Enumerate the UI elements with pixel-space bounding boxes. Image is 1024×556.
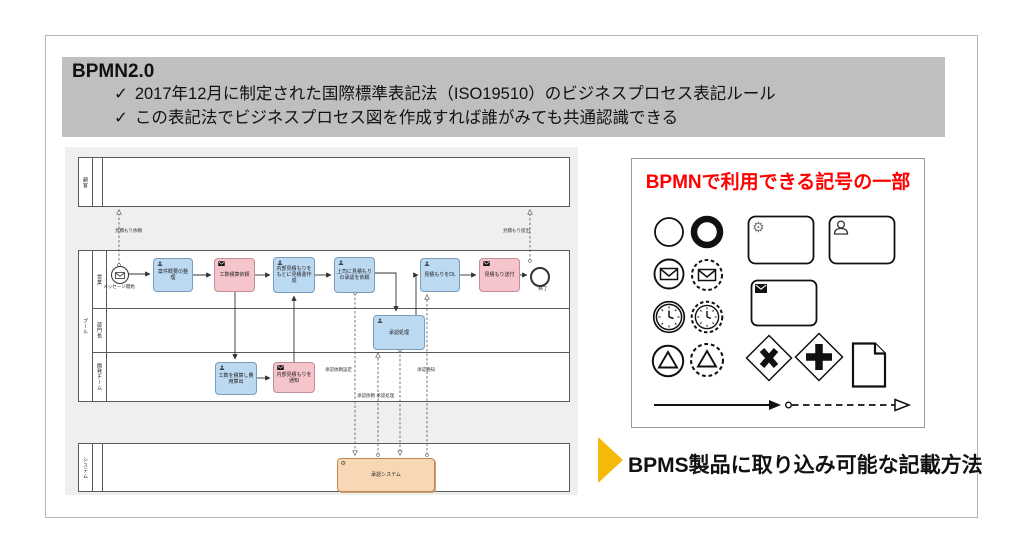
exclusive-gateway-icon (745, 334, 793, 382)
pool-system-label-band: システム (79, 444, 93, 491)
lane-sales-label: 営業 (96, 274, 102, 285)
parallel-gateway-icon (794, 332, 844, 382)
lane-manager-band: 部門長 (93, 309, 107, 352)
symbols-panel: BPMNで利用できる記号の一部 ⚙ (631, 158, 925, 428)
header-bullet-2: ✓ この表記法でビジネスプロセス図を作成すれば誰がみても共通認識できる (72, 107, 935, 131)
service-task-icon: ⚙ (747, 215, 815, 265)
lane-devteam-band: 開発チーム (93, 353, 107, 401)
person-icon (277, 259, 283, 266)
task-label: 見積もりをDL (424, 272, 456, 278)
person-icon (219, 364, 225, 371)
person-icon (338, 259, 344, 266)
header-block: BPMN2.0 ✓ 2017年12月に制定された国際標準表記法（ISO19510）… (62, 57, 945, 137)
envelope-icon (276, 364, 284, 371)
end-event (530, 267, 550, 287)
start-event-icon (652, 215, 686, 249)
pool-customer-label-band: 顧客 (79, 158, 93, 206)
task-label: 工数積算依頼 (219, 272, 250, 278)
flow-label-submit: 見積もり提出 (503, 228, 530, 233)
pool-system: システム (78, 443, 570, 492)
flow-label-request: 見積もり依頼 (115, 228, 142, 233)
pool-main-lanes: 営業 部門長 開発チーム (93, 251, 569, 401)
bpmn-diagram: 顧客 プール 営業 部門長 開発チーム システム (65, 147, 578, 495)
envelope-icon (217, 260, 225, 267)
task-download-quote: 見積もりをDL (420, 258, 460, 292)
header-bullet-1: ✓ 2017年12月に制定された国際標準表記法（ISO19510）のビジネスプロセ… (72, 83, 935, 107)
lane-manager-label: 部門長 (96, 322, 102, 339)
signal-event-dashed-icon (688, 341, 726, 379)
envelope-icon (482, 260, 490, 267)
pool-main-label-band: プール (79, 251, 93, 401)
page-title: BPMN2.0 (72, 61, 155, 82)
flow-label-approval-notice: 承認通知 (417, 367, 435, 372)
task-label: 内部見積もりをもとに見積書作成 (276, 266, 312, 284)
receive-task-icon (750, 279, 818, 327)
task-request-approval: 上司に見積もりの承認を依頼 (334, 257, 375, 293)
lane-sales-band: 営業 (93, 251, 107, 308)
lane-manager: 部門長 (93, 309, 569, 353)
person-icon (377, 317, 383, 324)
task-organize-overview: 案件概要の整理 (153, 258, 193, 292)
pool-customer-label: 顧客 (82, 176, 88, 188)
task-label: 案件概要の整理 (157, 269, 188, 281)
envelope-icon (755, 284, 767, 293)
check-icon: ✓ (114, 108, 128, 127)
task-label: 承認システム (371, 472, 401, 478)
pool-system-label: システム (82, 456, 88, 479)
task-send-quote: 見積もり送付 (479, 258, 520, 292)
task-approval-system: ⚙ 承認システム (337, 458, 435, 492)
end-event-label: 終了 (538, 286, 548, 291)
diagram-connectors (65, 147, 578, 495)
bullet-2-text: この表記法でビジネスプロセス図を作成すれば誰がみても共通認識できる (134, 108, 679, 127)
sequence-flow-icon (652, 399, 782, 411)
start-event (111, 266, 129, 284)
message-event-dashed-icon (689, 257, 725, 293)
task-notify-internal-estimate: 内部見積もりを通知 (273, 362, 315, 393)
person-icon (424, 260, 430, 267)
lane-devteam: 開発チーム (93, 353, 569, 401)
end-event-icon (690, 215, 724, 249)
pool-customer: 顧客 (78, 157, 570, 207)
pool-main-label: プール (82, 317, 88, 335)
gear-icon: ⚙ (340, 460, 346, 467)
message-event-icon (652, 257, 686, 291)
flow-label-approval-pair: 承認依頼 承認処理 (357, 393, 395, 398)
task-create-quote: 内部見積もりをもとに見積書作成 (273, 257, 315, 293)
task-label: 上司に見積もりの承認を依頼 (337, 269, 373, 281)
check-icon: ✓ (114, 84, 128, 103)
task-approval-process: 承認処理 (373, 315, 425, 350)
person-icon (157, 260, 163, 267)
gear-icon: ⚙ (752, 219, 765, 235)
lane-sales: 営業 (93, 251, 569, 309)
task-calc-cost: 工数を積算し費用算出 (215, 362, 257, 395)
task-label: 内部見積もりを通知 (276, 371, 312, 384)
flow-label-approval-setting: 承認依頼設定 (325, 367, 352, 372)
message-flow-icon (784, 398, 912, 412)
yellow-arrow-icon (598, 437, 623, 483)
bullet-1-text: 2017年12月に制定された国際標準表記法（ISO19510）のビジネスプロセス… (134, 84, 776, 103)
document-icon (850, 341, 888, 389)
timer-event-icon (652, 300, 686, 334)
signal-event-icon (650, 343, 686, 379)
pool-system-inner-band (93, 444, 103, 491)
envelope-icon (115, 271, 125, 279)
task-label: 工数を積算し費用算出 (218, 372, 254, 385)
person-icon (833, 220, 849, 235)
footer-text: BPMS製品に取り込み可能な記載方法 (628, 454, 983, 477)
timer-event-dashed-icon (690, 300, 724, 334)
task-label: 見積もり送付 (484, 272, 515, 278)
pool-customer-inner-band (93, 158, 103, 206)
user-task-icon (828, 215, 896, 265)
start-event-label: メッセージ開始 (103, 284, 135, 289)
task-label: 承認処理 (388, 329, 409, 336)
task-request-estimate: 工数積算依頼 (214, 258, 255, 292)
panel-title: BPMNで利用できる記号の一部 (645, 172, 911, 193)
lane-devteam-label: 開発チーム (96, 363, 102, 391)
